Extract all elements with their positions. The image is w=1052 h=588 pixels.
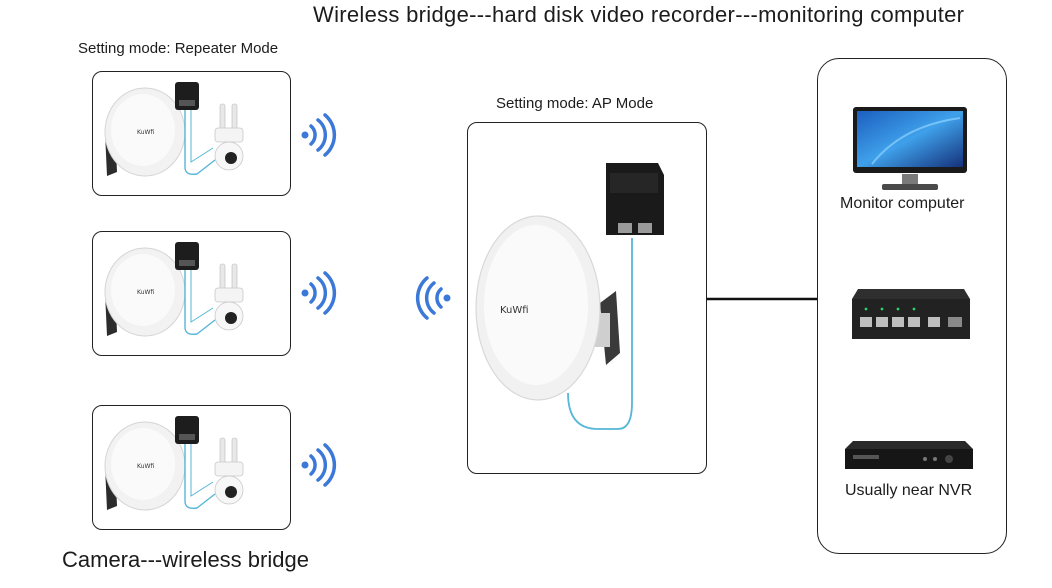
monitor-computer-label: Monitor computer bbox=[840, 195, 965, 212]
poe-cable bbox=[184, 110, 216, 176]
ap-card: KuWfi bbox=[467, 122, 707, 474]
ap-mode-label: Setting mode: AP Mode bbox=[496, 95, 654, 112]
camera-body bbox=[214, 127, 244, 143]
repeater-kit-illustration: KuWfi bbox=[104, 242, 244, 337]
ethernet-port bbox=[618, 223, 632, 233]
monitor-computer-icon bbox=[853, 107, 967, 190]
repeater-kit-illustration: KuWfi bbox=[104, 416, 244, 511]
wifi-signal-icon bbox=[301, 113, 337, 157]
repeater-kit-illustration: KuWfi bbox=[104, 82, 244, 177]
brand-text: KuWfi bbox=[137, 463, 154, 470]
ethernet-port bbox=[638, 223, 652, 233]
camera-lens bbox=[225, 152, 237, 164]
network-switch-icon bbox=[852, 289, 970, 339]
camera-body bbox=[214, 461, 244, 477]
repeater-mode-label: Setting mode: Repeater Mode bbox=[78, 40, 279, 57]
nvr-recorder-icon bbox=[845, 441, 973, 469]
repeater-card: KuWfi bbox=[92, 71, 291, 196]
bottom-caption: Camera---wireless bridge bbox=[62, 547, 309, 572]
brand-text: KuWfi bbox=[137, 129, 154, 136]
nvr-label: Usually near NVR bbox=[845, 482, 973, 499]
wifi-signal-icon bbox=[301, 271, 337, 315]
repeater-card: KuWfi bbox=[92, 405, 291, 530]
brand-text: KuWfi bbox=[137, 289, 154, 296]
camera-body bbox=[214, 287, 244, 303]
poe-cable bbox=[567, 238, 633, 430]
ap-kit-illustration: KuWfi bbox=[475, 163, 664, 430]
brand-text: KuWfi bbox=[500, 305, 529, 316]
camera-antenna bbox=[219, 103, 226, 131]
diagram-title: Wireless bridge---hard disk video record… bbox=[313, 2, 965, 27]
repeater-card: KuWfi bbox=[92, 231, 291, 356]
wifi-signal-icon bbox=[415, 276, 451, 320]
wifi-signal-icon bbox=[301, 443, 337, 487]
